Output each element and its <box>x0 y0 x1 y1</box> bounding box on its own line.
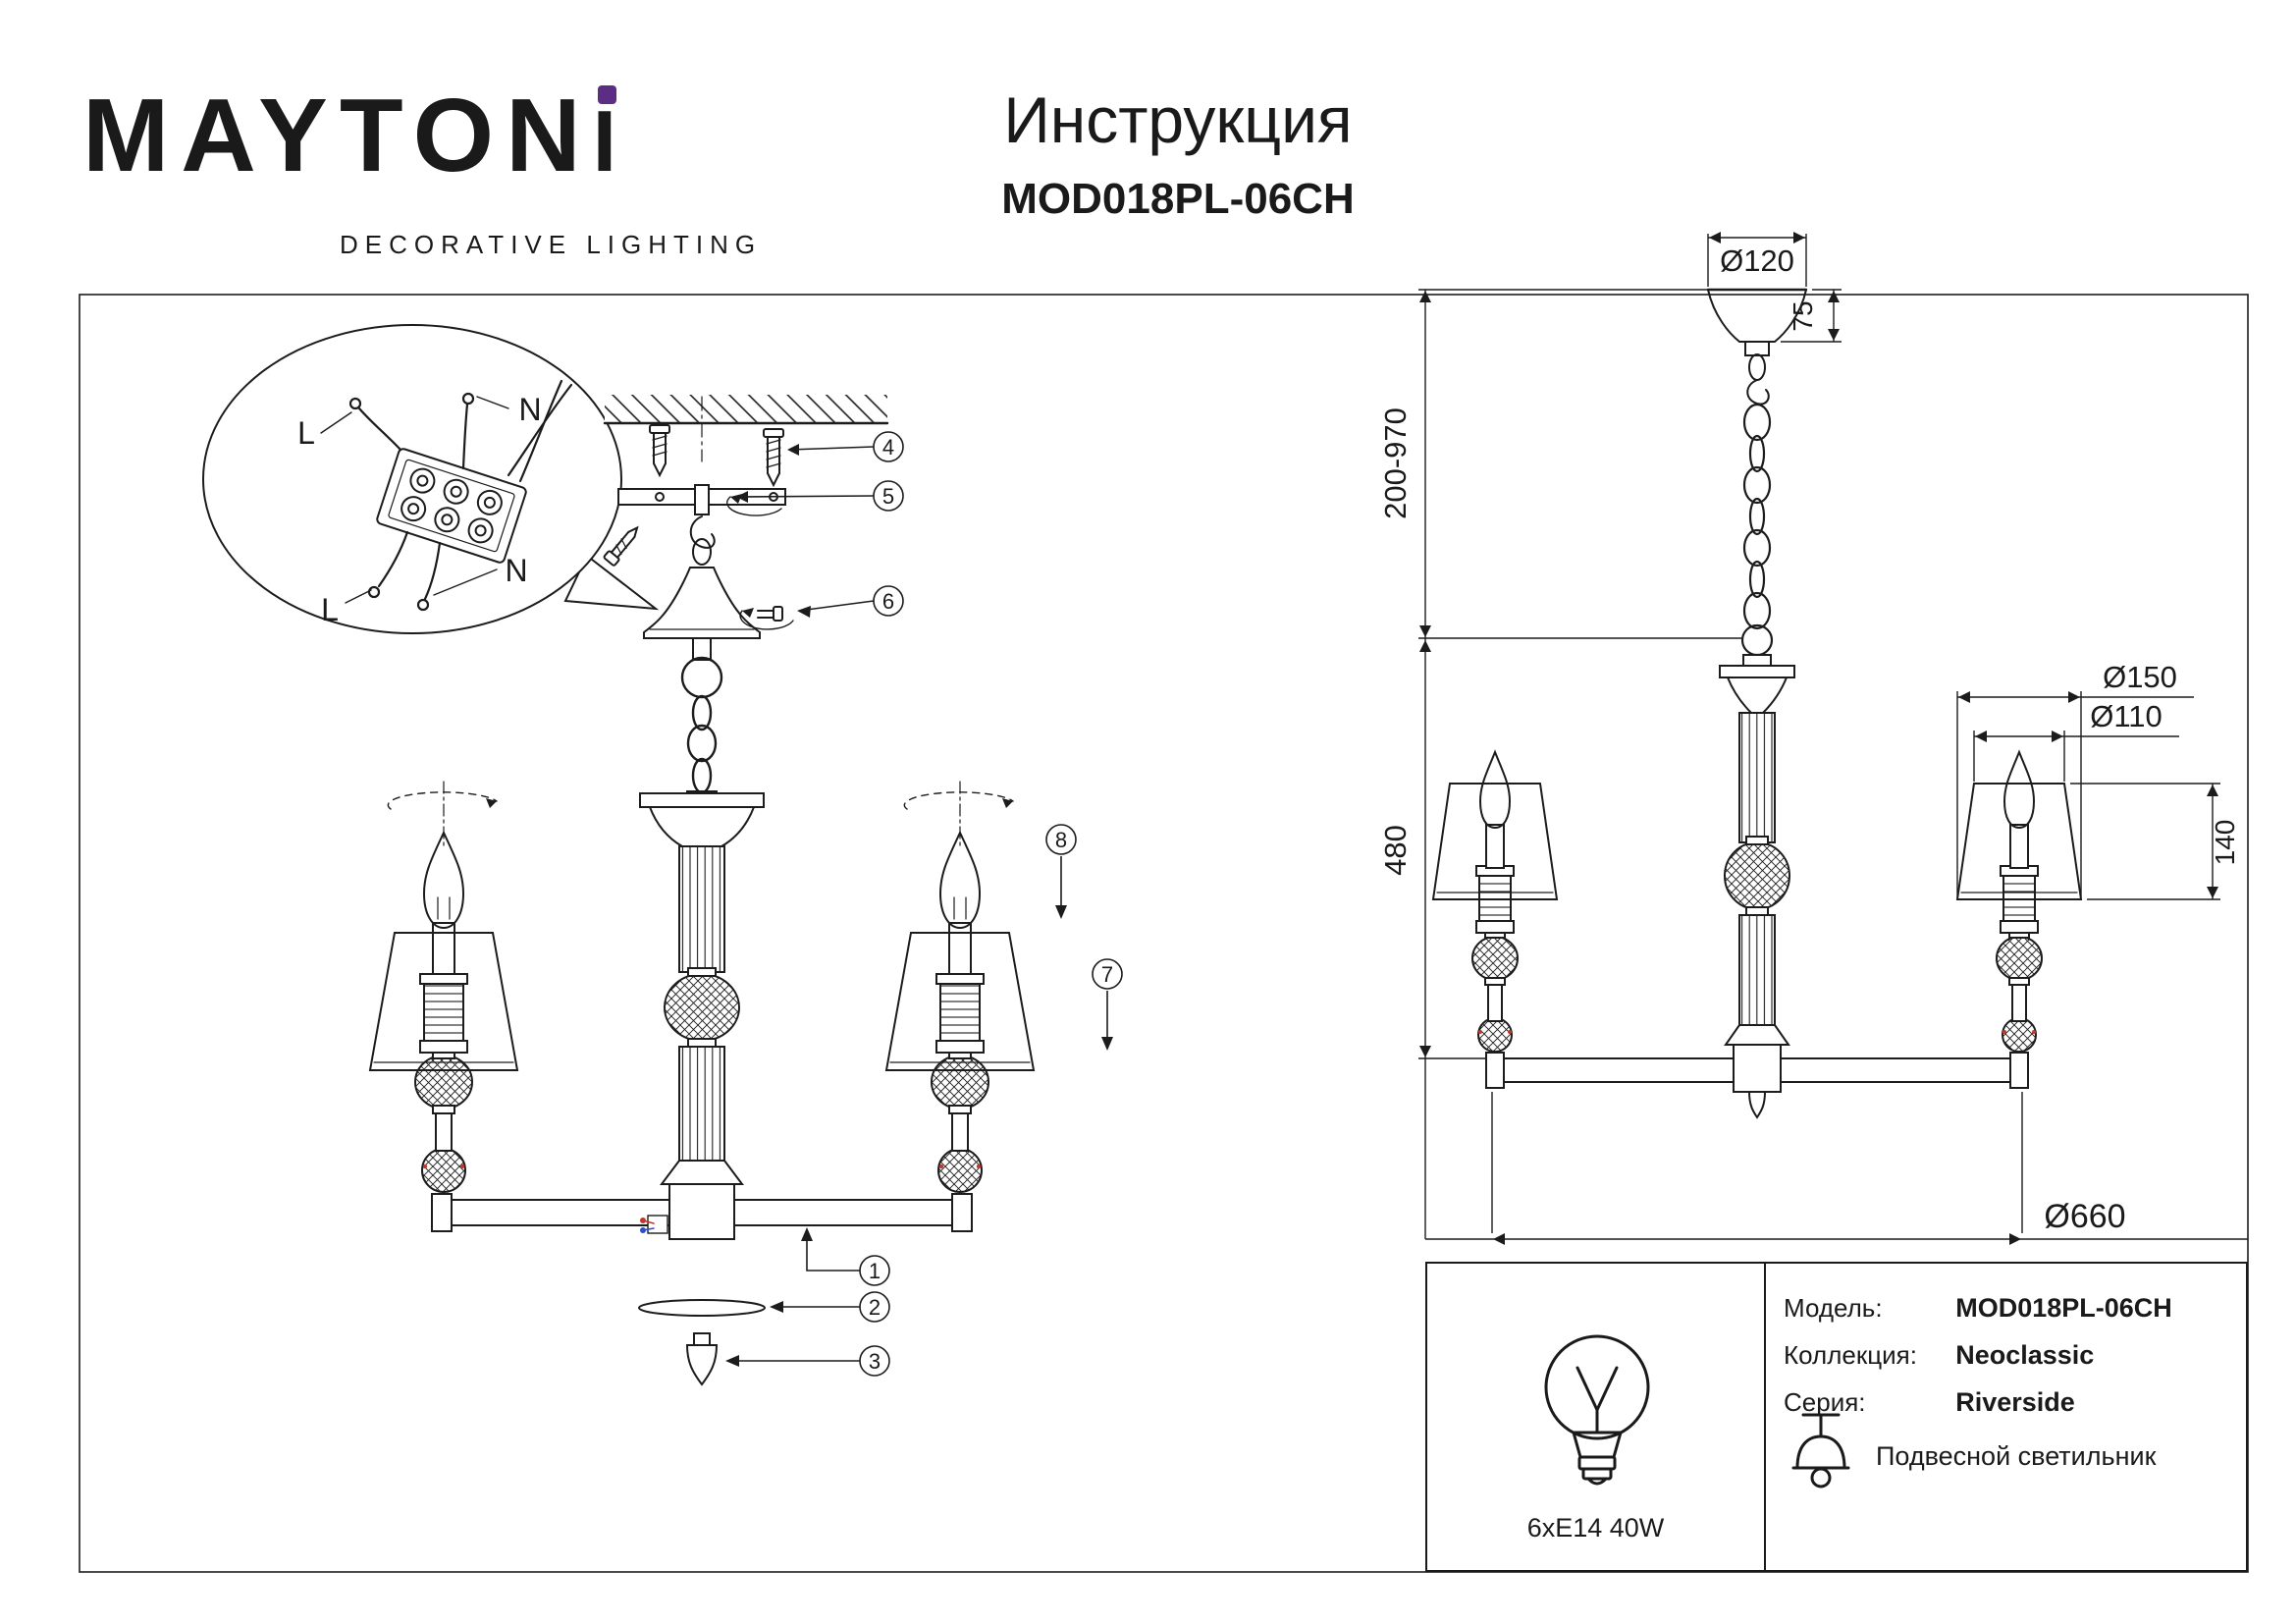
spec-collection-value: Neoclassic <box>1955 1340 2095 1370</box>
candle-bulb-right <box>938 830 982 930</box>
dim-column <box>1719 654 1795 1119</box>
spec-series-value: Riverside <box>1955 1387 2075 1417</box>
dim-fixture-diameter: Ø660 <box>2044 1198 2125 1235</box>
callout-3 <box>725 1345 890 1377</box>
callouts <box>725 431 1123 1377</box>
spec-row-model: Модель: MOD018PL-06CH <box>1784 1293 2172 1324</box>
spec-panel-divider <box>1764 1264 1766 1570</box>
dim-suspension-height: 200-970 <box>1378 407 1413 519</box>
exploded-bottom-parts <box>638 1299 766 1386</box>
spec-panel: 6xE14 40W Модель: MOD018PL-06CH Коллекци… <box>1425 1262 2248 1572</box>
callout-3-number: 3 <box>869 1349 881 1374</box>
spec-row-type: Подвесной светильник <box>1780 1409 2156 1503</box>
spec-model-value: MOD018PL-06CH <box>1955 1293 2172 1323</box>
brand-tagline: DECORATIVE LIGHTING <box>340 230 763 259</box>
wire-label-live-top: L <box>297 415 315 451</box>
dim-canopy-height: 75 <box>1788 300 1818 331</box>
callout-8 <box>1045 824 1077 919</box>
right-lamp <box>884 781 1036 1193</box>
assembly-diagram <box>202 324 1036 1386</box>
screw-angled <box>603 525 639 567</box>
spec-table: Модель: MOD018PL-06CH Коллекция: Neoclas… <box>1764 1264 2246 1570</box>
fixture-wires-bottom <box>367 530 442 612</box>
bottom-cover-disc <box>638 1299 766 1317</box>
mounting-hardware <box>603 424 786 567</box>
spec-collection-label: Коллекция: <box>1784 1340 1917 1370</box>
callout-6 <box>797 585 904 618</box>
canopy <box>643 538 794 661</box>
ceiling-hatch <box>603 395 889 462</box>
callout-1 <box>801 1227 890 1286</box>
dim-shade-top-diameter: Ø110 <box>2090 699 2163 733</box>
finial <box>685 1344 719 1386</box>
dim-body-height: 480 <box>1378 825 1413 876</box>
page-title: Инструкция <box>1003 83 1353 156</box>
bulb-spec-caption: 6xE14 40W <box>1526 1513 1665 1543</box>
screw-right <box>763 428 784 488</box>
dim-canopy <box>1706 288 1808 406</box>
wire-label-neutral-top: N <box>518 392 541 427</box>
bulb-icon <box>1544 1334 1650 1486</box>
callout-6-number: 6 <box>882 589 894 614</box>
lampshade-left <box>368 932 519 1071</box>
callout-8-number: 8 <box>1055 828 1067 852</box>
callout-4-number: 4 <box>882 435 894 460</box>
dimension-lines <box>1418 232 2220 1245</box>
supply-wires-top <box>348 379 573 483</box>
pendant-lamp-icon <box>1791 1413 1850 1489</box>
canopy-screw <box>757 606 783 622</box>
brand-letter-i-with-dot: I <box>592 84 629 189</box>
bulb-spec-cell: 6xE14 40W <box>1427 1264 1764 1570</box>
dim-shade-bottom-diameter: Ø150 <box>2103 660 2177 694</box>
spec-type-value: Подвесной светильник <box>1876 1440 2157 1471</box>
brand-wordmark: MAYTONI <box>82 77 628 196</box>
callout-2-number: 2 <box>869 1295 881 1320</box>
spec-model-label: Модель: <box>1784 1293 1883 1323</box>
callout-7 <box>1092 958 1123 1051</box>
drawing-frame <box>79 294 2249 1573</box>
lampshade-right <box>884 932 1036 1071</box>
callout-1-number: 1 <box>869 1259 881 1283</box>
dim-canopy-diameter: Ø120 <box>1720 244 1794 278</box>
rotate-arrow-bulb-right <box>903 791 1014 810</box>
spec-row-collection: Коллекция: Neoclassic <box>1784 1340 2094 1371</box>
dimension-diagram <box>1431 288 2083 1119</box>
wire-label-neutral-bottom: N <box>505 553 527 588</box>
wiring-callout-bubble <box>202 324 660 634</box>
wire-label-live-bottom: L <box>321 592 339 627</box>
callout-5 <box>736 480 904 512</box>
callout-5-number: 5 <box>882 484 894 509</box>
terminal-block <box>376 448 527 564</box>
rotate-arrow-bulb-left <box>387 791 498 810</box>
callout-4 <box>787 431 904 462</box>
dim-left-lamp <box>1431 749 1559 1053</box>
left-lamp <box>368 781 519 1193</box>
chain <box>680 656 723 794</box>
rotate-arrow-hook <box>726 496 782 516</box>
brand-text: MAYTON <box>82 78 593 193</box>
candle-bulb-left <box>422 830 465 930</box>
model-number-title: MOD018PL-06CH <box>1001 175 1355 223</box>
dim-chain <box>1740 403 1774 657</box>
suspension-column <box>639 790 765 1240</box>
dim-right-lamp <box>1955 749 2083 1053</box>
dim-shade-height: 140 <box>2210 820 2240 866</box>
wire-connector <box>640 1215 668 1234</box>
rotate-arrow-canopy <box>739 610 794 630</box>
ceiling-hook <box>689 484 716 549</box>
screw-left <box>649 424 670 478</box>
callout-2 <box>770 1291 890 1323</box>
spec-series-label: Серия: <box>1784 1387 1866 1417</box>
spec-row-series: Серия: Riverside <box>1784 1387 2075 1418</box>
callout-7-number: 7 <box>1101 962 1113 987</box>
